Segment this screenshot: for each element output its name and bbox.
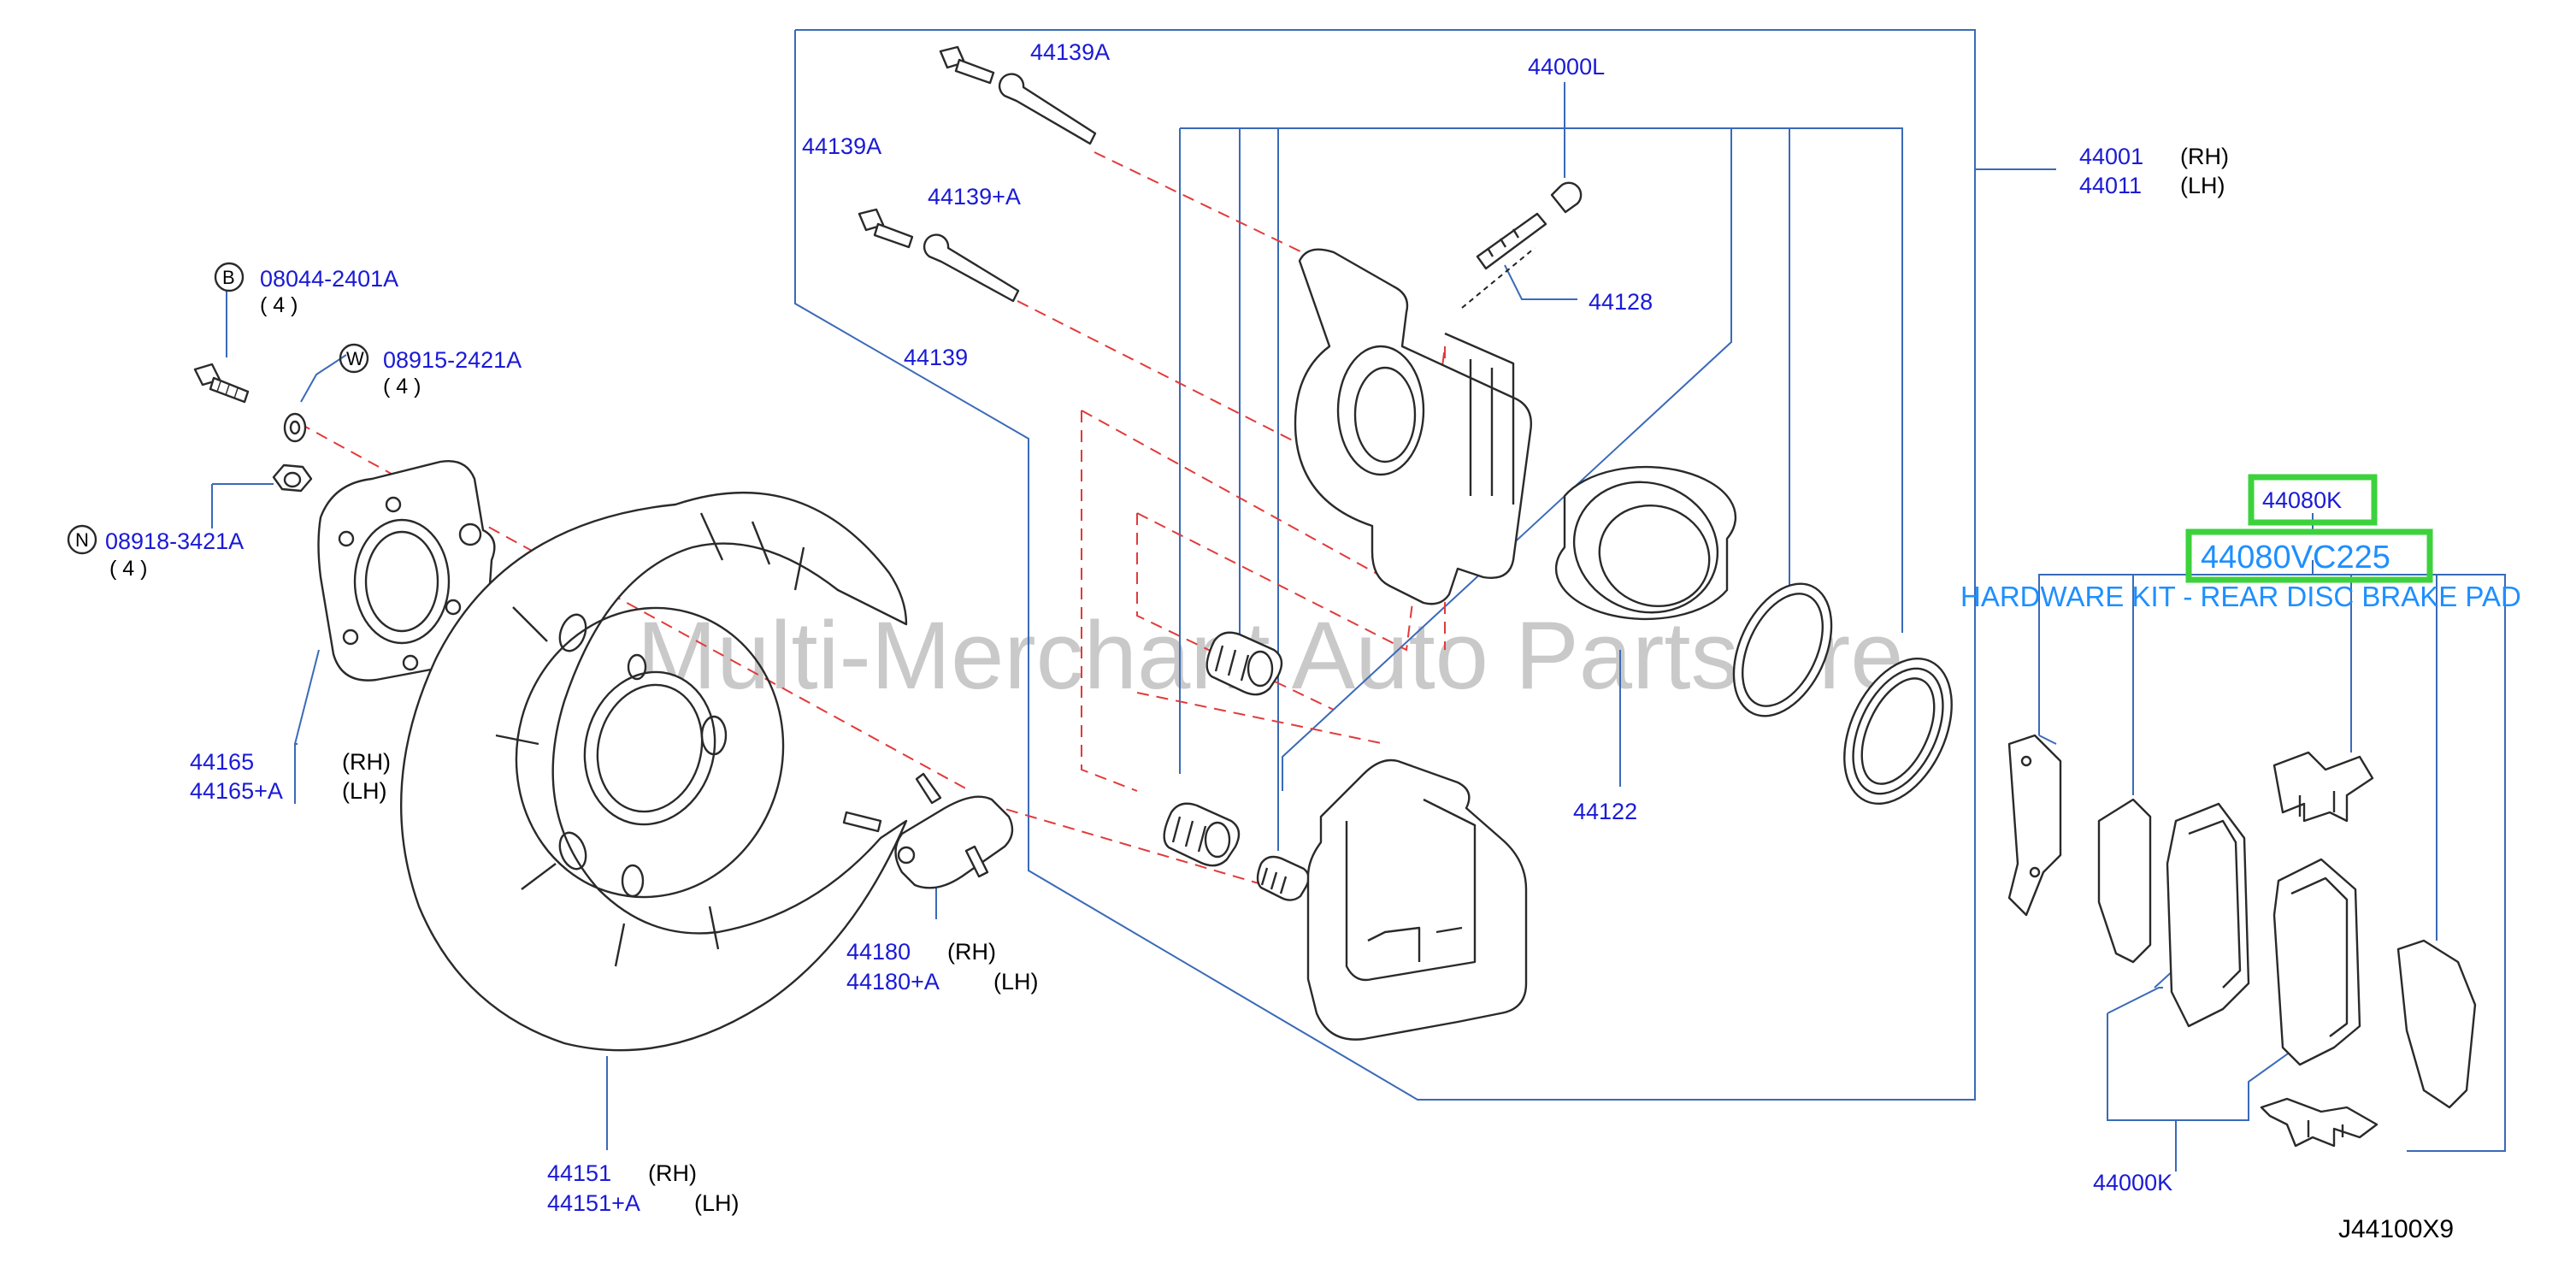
label-44000L[interactable]: 44000L: [1528, 54, 1605, 80]
label-44151-side: (RH): [648, 1160, 697, 1186]
highlight-44080K: [2248, 474, 2378, 526]
label-08915-2421A[interactable]: 08915-2421A: [383, 347, 522, 373]
kit-title: HARDWARE KIT - REAR DISC BRAKE PAD: [1960, 581, 2521, 612]
label-44000K[interactable]: 44000K: [2093, 1170, 2172, 1195]
label-44001-side: (RH): [2180, 144, 2229, 169]
nut-08918-3421A: [272, 463, 313, 493]
label-44180A[interactable]: 44180+A: [846, 969, 940, 995]
caliper-bracket: [1306, 758, 1528, 1041]
washer-08915-2421A: [283, 412, 307, 443]
bleeder-screw-44128: [1476, 181, 1583, 270]
label-44139A-left[interactable]: 44139A: [802, 133, 881, 159]
bolt-08044-2401A: [193, 363, 250, 404]
pad-shim-inner: [2396, 939, 2477, 1109]
label-44151[interactable]: 44151: [547, 1160, 611, 1186]
sleeve-boot-lower: [1163, 802, 1241, 867]
pin-boot-small: [1256, 855, 1310, 901]
label-44165A[interactable]: 44165+A: [190, 778, 283, 804]
guide-pin-44139A-plus: [998, 73, 1097, 145]
bracket-44180: [842, 772, 1014, 889]
adapter-44165: [317, 460, 496, 682]
circle-n-letter: N: [75, 529, 89, 551]
label-44139[interactable]: 44139: [904, 345, 968, 370]
label-08044-2401A[interactable]: 08044-2401A: [260, 266, 398, 292]
qty-08918-3421A: ( 4 ): [109, 557, 147, 581]
circle-n-icon: [67, 524, 97, 555]
brake-pad-outer: [2272, 858, 2361, 1066]
label-44011[interactable]: 44011: [2079, 173, 2142, 198]
label-44139A-top[interactable]: 44139A: [1030, 39, 1110, 65]
label-44180-side: (RH): [947, 939, 996, 965]
bolt-44139A-left: [858, 208, 914, 249]
piston-seal: [1732, 582, 1833, 717]
label-44128[interactable]: 44128: [1589, 289, 1653, 315]
label-44080VC225[interactable]: 44080VC225: [2201, 540, 2390, 575]
label-44151A[interactable]: 44151+A: [547, 1190, 640, 1216]
guide-pin-44139: [923, 233, 1020, 303]
circle-w-icon: [339, 343, 369, 374]
label-44001[interactable]: 44001: [2079, 144, 2143, 169]
label-44080K[interactable]: 44080K: [2262, 487, 2342, 513]
label-44151A-side: (LH): [694, 1190, 740, 1216]
label-44122[interactable]: 44122: [1573, 799, 1637, 824]
label-44011-side: (LH): [2180, 173, 2225, 198]
diagram-reference: J44100X9: [2338, 1215, 2454, 1243]
pad-shim-outer: [2007, 734, 2062, 917]
circle-b-icon: [214, 262, 245, 292]
piston-boot: [1843, 657, 1953, 806]
circle-w-letter: W: [346, 348, 364, 369]
abutment-clip-lower: [2260, 1097, 2379, 1148]
brake-pad-inner: [2166, 802, 2250, 1028]
highlight-44080VC225: [2185, 528, 2433, 583]
circle-b-letter: B: [222, 267, 235, 288]
caliper-body-44001: [1294, 248, 1532, 605]
sleeve-boot-upper: [1205, 631, 1283, 696]
abutment-clip-upper: [2272, 751, 2374, 823]
label-08918-3421A[interactable]: 08918-3421A: [105, 528, 244, 554]
pad-insulator: [2097, 798, 2152, 964]
qty-08044-2401A: ( 4 ): [260, 293, 298, 317]
label-44165A-side: (LH): [342, 778, 387, 804]
qty-08915-2421A: ( 4 ): [383, 375, 421, 398]
bolt-44139A-top: [939, 45, 995, 85]
label-44165-side: (RH): [342, 749, 391, 775]
backing-plate-44151: [400, 491, 908, 1052]
label-44180[interactable]: 44180: [846, 939, 911, 965]
caliper-frame-lines: [794, 29, 2056, 1101]
label-44165[interactable]: 44165: [190, 749, 254, 775]
piston-44122: [1554, 465, 1737, 621]
kit-bracket-lines: [2038, 513, 2506, 1172]
label-44180A-side: (LH): [993, 969, 1039, 995]
label-44139A-plus[interactable]: 44139+A: [928, 184, 1021, 210]
